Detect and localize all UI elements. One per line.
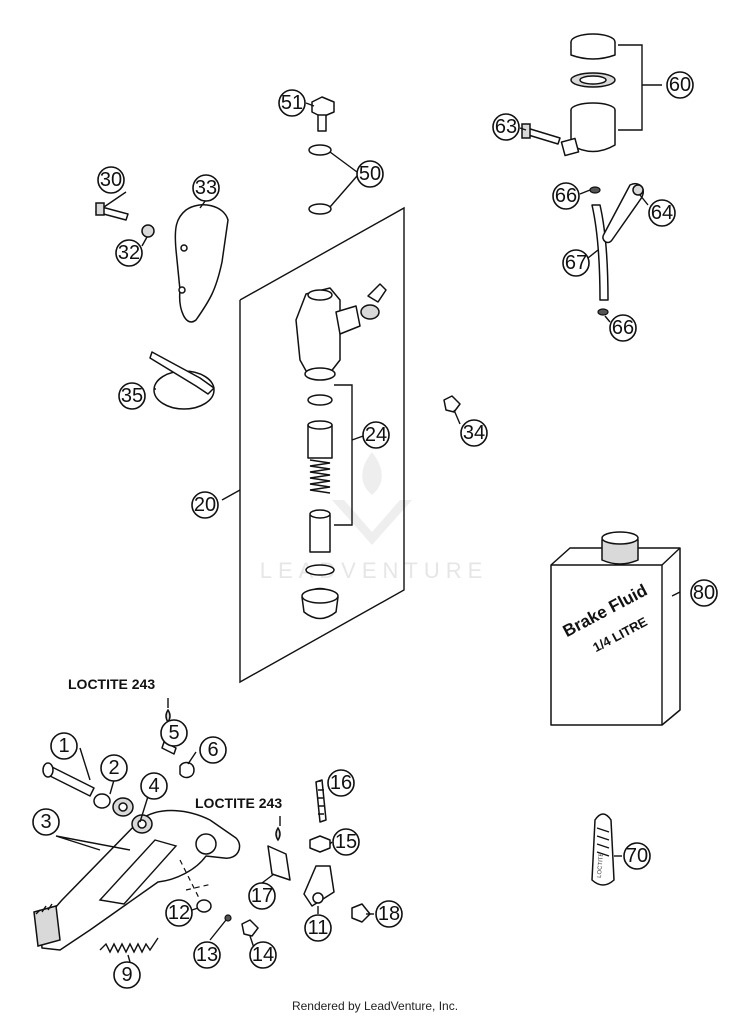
svg-text:50: 50 — [359, 163, 381, 185]
svg-text:30: 30 — [100, 169, 122, 191]
callout-1: 1 — [50, 732, 78, 760]
callouts: 1 2 3 4 5 6 9 11 12 13 14 15 16 17 18 20… — [32, 71, 718, 989]
svg-text:17: 17 — [251, 885, 273, 907]
svg-text:24: 24 — [365, 424, 387, 446]
callout-20: 20 — [191, 491, 219, 519]
callout-66-lower: 66 — [609, 314, 637, 342]
reservoir-hose — [589, 183, 644, 316]
svg-text:18: 18 — [378, 903, 400, 925]
svg-text:34: 34 — [463, 422, 485, 444]
svg-text:4: 4 — [148, 775, 159, 797]
callout-13: 13 — [193, 941, 221, 969]
watermark: LEADVENTURE — [260, 452, 489, 583]
watermark-text: LEADVENTURE — [260, 558, 489, 583]
callout-34: 34 — [460, 419, 488, 447]
callout-11: 11 — [304, 914, 332, 942]
brake-pedal-group — [33, 708, 371, 954]
callout-6: 6 — [199, 736, 227, 764]
svg-text:35: 35 — [121, 385, 143, 407]
master-cylinder — [295, 283, 387, 620]
svg-text:2: 2 — [108, 757, 119, 779]
svg-text:1: 1 — [58, 735, 69, 757]
callout-51: 51 — [278, 89, 306, 117]
svg-text:16: 16 — [330, 772, 352, 794]
svg-text:80: 80 — [693, 582, 715, 604]
callout-30: 30 — [97, 166, 125, 194]
callout-60: 60 — [666, 71, 694, 99]
callout-33: 33 — [192, 174, 220, 202]
loctite-tube: LOCTITE — [591, 813, 615, 886]
loctite-labels: LOCTITE 243 LOCTITE 243 — [68, 676, 282, 811]
svg-text:12: 12 — [168, 902, 190, 924]
callout-12: 12 — [165, 899, 193, 927]
svg-text:14: 14 — [252, 944, 274, 966]
callout-14: 14 — [249, 941, 277, 969]
callout-35: 35 — [118, 382, 146, 410]
svg-text:51: 51 — [281, 92, 303, 114]
clip-34 — [443, 395, 461, 413]
callout-67: 67 — [562, 249, 590, 277]
svg-text:20: 20 — [194, 494, 216, 516]
svg-text:70: 70 — [626, 845, 648, 867]
reservoir-assembly — [521, 33, 662, 157]
callout-3: 3 — [32, 808, 60, 836]
callout-24: 24 — [362, 421, 390, 449]
callout-63: 63 — [492, 113, 520, 141]
svg-text:15: 15 — [335, 831, 357, 853]
callout-2: 2 — [100, 754, 128, 782]
callout-16: 16 — [327, 769, 355, 797]
svg-text:6: 6 — [207, 739, 218, 761]
brake-fluid-can: Brake Fluid 1/4 LITRE — [550, 531, 681, 726]
svg-text:32: 32 — [118, 242, 140, 264]
callout-15: 15 — [332, 828, 360, 856]
callout-32: 32 — [115, 239, 143, 267]
callout-70: 70 — [623, 842, 651, 870]
svg-text:66: 66 — [555, 185, 577, 207]
banjo-bolt-group — [308, 96, 335, 215]
svg-text:3: 3 — [40, 811, 51, 833]
callout-50: 50 — [356, 160, 384, 188]
svg-text:66: 66 — [612, 317, 634, 339]
loctite-label-lower: LOCTITE 243 — [195, 795, 282, 811]
callout-9: 9 — [113, 961, 141, 989]
cover-group — [95, 202, 229, 410]
svg-text:67: 67 — [565, 252, 587, 274]
svg-text:63: 63 — [495, 116, 517, 138]
svg-text:9: 9 — [121, 964, 132, 986]
leader-lines — [79, 102, 681, 963]
footer-credit: Rendered by LeadVenture, Inc. — [292, 999, 458, 1013]
svg-text:64: 64 — [651, 202, 673, 224]
callout-66-upper: 66 — [552, 182, 580, 210]
svg-text:60: 60 — [669, 74, 691, 96]
callout-18: 18 — [375, 900, 403, 928]
assembly-20-frame — [221, 206, 405, 684]
svg-text:33: 33 — [195, 177, 217, 199]
callout-4: 4 — [140, 772, 168, 800]
loctite-label-upper: LOCTITE 243 — [68, 676, 155, 692]
svg-text:5: 5 — [168, 722, 179, 744]
callout-64: 64 — [648, 199, 676, 227]
tube-label: LOCTITE — [597, 852, 605, 878]
callout-5: 5 — [160, 719, 188, 747]
callout-17: 17 — [248, 882, 276, 910]
svg-text:13: 13 — [196, 944, 218, 966]
svg-text:11: 11 — [308, 917, 329, 939]
callout-80: 80 — [690, 579, 718, 607]
